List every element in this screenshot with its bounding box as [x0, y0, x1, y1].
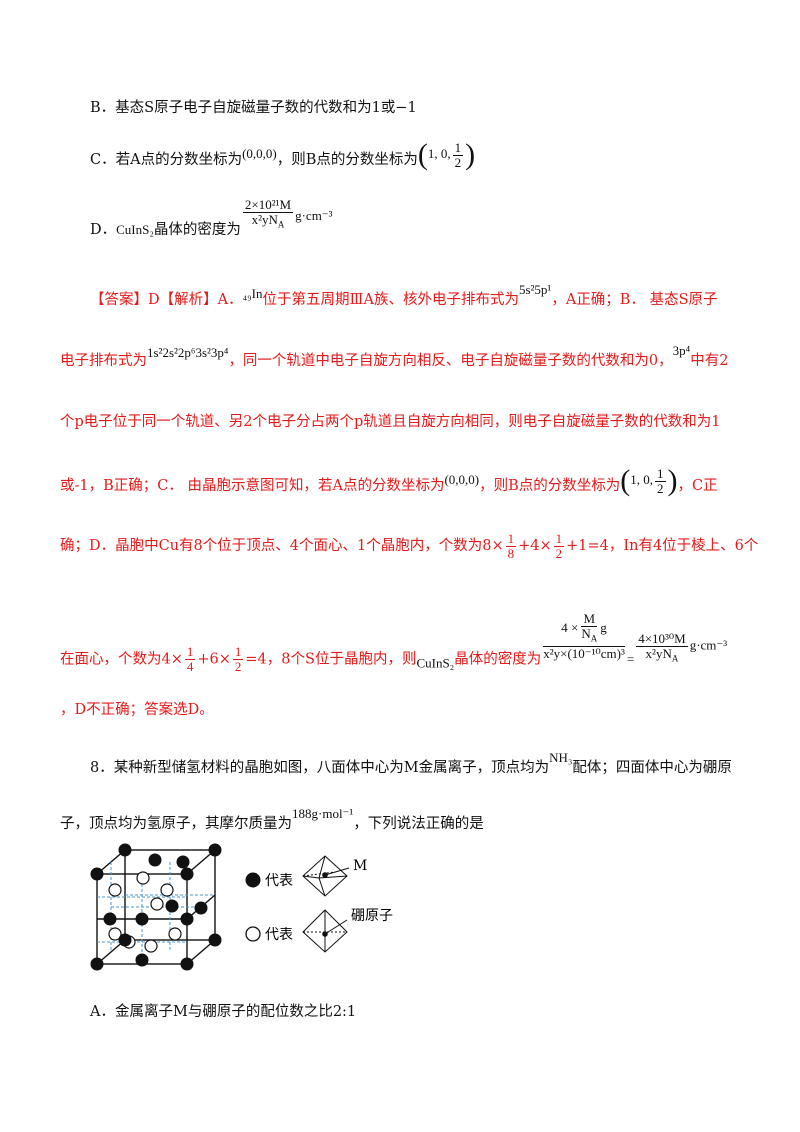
legend-open-dot	[245, 926, 261, 942]
crystal-cell-figure: 代表 代表 M 硼原子	[90, 843, 393, 971]
tetrahedron-icon	[302, 909, 348, 953]
nh3-label: NH₃	[549, 750, 573, 765]
answer-line-2: 电子排布式为1s²2s²2p⁶3s²3p⁴，同一个轨道中电子自旋方向相反、电子自…	[60, 343, 729, 369]
p4-label: 3p⁴	[672, 343, 691, 358]
answer-line-3: 个p电子位于同一个轨道、另2个电子分占两个p轨道且自旋方向相同，则电子自旋磁量子…	[60, 414, 721, 430]
label-m: M	[353, 858, 367, 874]
option-c-middle: ，则B点的分数坐标为	[276, 152, 418, 168]
answer-line-1: 【答案】D【解析】A．₄₉In位于第五周期ⅢA族、核外电子排布式为5s²5p¹，…	[90, 282, 718, 308]
in-config: 5s²5p¹	[518, 282, 552, 297]
legend-filled-dot	[245, 872, 261, 888]
option-a: A．金属离子M与硼原子的配位数之比2:1	[90, 1004, 357, 1020]
answer-line-7: ，D不正确；答案选D。	[60, 702, 214, 718]
q8-line-2: 子，顶点均为氢原子，其摩尔质量为188g·mol⁻¹，下列说法正确的是	[60, 806, 484, 832]
filled-atoms	[90, 843, 222, 971]
label-boron: 硼原子	[351, 908, 393, 924]
answer-line-4: 或-1，B正确；C． 由晶胞示意图可知，若A点的分数坐标为(0,0,0)，则B点…	[60, 464, 718, 498]
octahedron-icon	[302, 855, 350, 897]
coord-a: (0,0,0)	[242, 146, 277, 161]
option-b: B．基态S原子电子自旋磁量子数的代数和为1或−1	[90, 100, 417, 116]
open-atoms	[108, 871, 182, 953]
legend-filled-label: 代表	[265, 873, 293, 889]
density-unit: g·cm⁻³	[295, 208, 333, 223]
option-c-prefix: C．若A点的分数坐标为	[90, 152, 243, 168]
legend-open-label: 代表	[265, 927, 293, 943]
s-config: 1s²2s²2p⁶3s²3p⁴	[147, 345, 229, 360]
molar-mass: 188g·mol⁻¹	[292, 806, 354, 821]
formula-cuins2: CuInS₂	[116, 222, 154, 237]
q8-line-1: 8．某种新型储氢材料的晶胞如图，八面体中心为M金属离子，顶点均为NH₃配体；四面…	[90, 750, 732, 776]
indium-symbol: ₄₉In	[242, 286, 263, 301]
